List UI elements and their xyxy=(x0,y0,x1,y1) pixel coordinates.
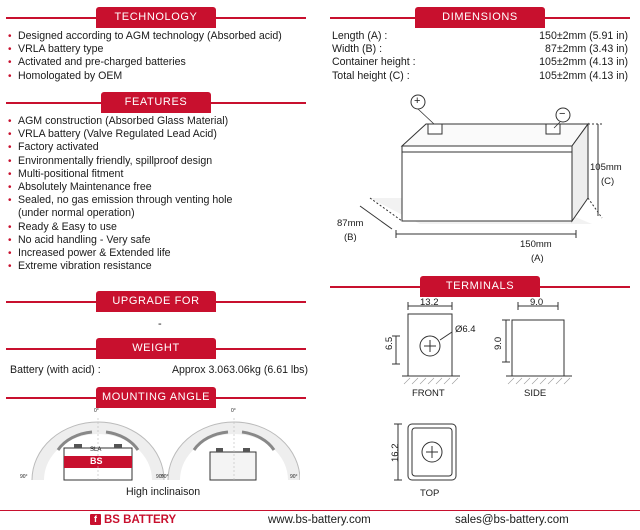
list-item: AGM construction (Absorbed Glass Materia… xyxy=(8,115,232,128)
list-item: (under normal operation) xyxy=(18,207,135,220)
battery-upright-icon xyxy=(209,451,257,481)
height-letter-label: (C) xyxy=(601,176,615,187)
right-angle-top: 0° xyxy=(231,408,236,414)
height-mm-label: 105mm xyxy=(590,162,622,173)
list-item: Ready & Easy to use xyxy=(8,221,232,234)
list-item: Absolutely Maintenance free xyxy=(8,181,232,194)
technology-list: Designed according to AGM technology (Ab… xyxy=(8,30,282,83)
negative-terminal-icon xyxy=(555,107,571,123)
front-height-label: 6.5 xyxy=(384,336,395,350)
footer: f BS BATTERY www.bs-battery.com sales@bs… xyxy=(0,510,640,530)
width-letter-label: (B) xyxy=(344,232,357,243)
side-height-label: 9.0 xyxy=(493,336,504,350)
footer-email[interactable]: sales@bs-battery.com xyxy=(455,514,569,526)
mounting-angle-drawing xyxy=(31,418,300,481)
top-label: TOP xyxy=(420,488,440,499)
dimensions-title: DIMENSIONS xyxy=(415,7,545,28)
width-mm-label: 87mm xyxy=(337,218,364,229)
left-angle-left: 90° xyxy=(20,474,28,480)
top-height-label: 16.2 xyxy=(390,443,401,463)
facebook-icon: f xyxy=(90,514,101,525)
technology-section-header: TECHNOLOGY xyxy=(6,7,306,29)
technology-title: TECHNOLOGY xyxy=(96,7,216,28)
terminal-top-drawing xyxy=(394,423,457,481)
right-angle-right: 90° xyxy=(290,474,298,480)
features-title: FEATURES xyxy=(101,92,211,113)
list-item: Increased power & Extended life xyxy=(8,247,232,260)
weight-row: Battery (with acid) :Approx 3.063.06kg (… xyxy=(10,364,308,376)
right-angle-left: 90° xyxy=(161,474,169,480)
list-item: Sealed, no gas emission through venting … xyxy=(8,194,232,207)
terminal-side-drawing xyxy=(502,302,572,385)
table-row: Container height :105±2mm (4.13 in) xyxy=(332,56,628,69)
front-label: FRONT xyxy=(412,388,445,399)
mounting-angle-section-header: MOUNTING ANGLE xyxy=(6,387,306,409)
left-angle-top: 0° xyxy=(94,408,99,414)
upgrade-for-title: UPGRADE FOR xyxy=(96,291,216,312)
mounting-caption: High inclinaison xyxy=(126,486,201,498)
terminals-title: TERMINALS xyxy=(420,276,540,297)
list-item: VRLA battery (Valve Regulated Lead Acid) xyxy=(8,128,232,141)
footer-brand[interactable]: BS BATTERY xyxy=(104,514,177,526)
battery-brand-label: BS xyxy=(90,456,103,466)
weight-title: WEIGHT xyxy=(96,338,216,359)
battery-dimension-drawing xyxy=(359,94,603,238)
length-letter-label: (A) xyxy=(531,253,544,264)
side-label: SIDE xyxy=(524,388,547,399)
list-item: Factory activated xyxy=(8,141,232,154)
negative-symbol: − xyxy=(559,108,566,120)
length-mm-label: 150mm xyxy=(520,239,552,250)
side-width-label: 9.0 xyxy=(530,297,544,308)
front-diameter-label: Ø6.4 xyxy=(455,324,476,335)
footer-website[interactable]: www.bs-battery.com xyxy=(268,514,371,526)
weight-section-header: WEIGHT xyxy=(6,338,306,360)
list-item: Homologated by OEM xyxy=(8,70,282,83)
dimensions-section-header: DIMENSIONS xyxy=(330,7,630,29)
list-item: Extreme vibration resistance xyxy=(8,260,232,273)
positive-symbol: + xyxy=(414,95,421,107)
list-item: VRLA battery type xyxy=(8,43,282,56)
front-width-label: 13.2 xyxy=(420,297,439,308)
dimensions-table: Length (A) :150±2mm (5.91 in) Width (B) … xyxy=(332,30,628,83)
table-row: Length (A) :150±2mm (5.91 in) xyxy=(332,30,628,42)
left-angle-right: 90° xyxy=(156,474,164,480)
list-item: No acid handling - Very safe xyxy=(8,234,232,247)
upgrade-for-section-header: UPGRADE FOR xyxy=(6,291,306,313)
features-list: AGM construction (Absorbed Glass Materia… xyxy=(8,115,232,274)
mounting-angle-title: MOUNTING ANGLE xyxy=(96,387,216,408)
list-item: Multi-positional fitment xyxy=(8,168,232,181)
terminals-section-header: TERMINALS xyxy=(330,276,630,298)
battery-type-label: SLA xyxy=(90,447,102,453)
table-row: Width (B) :87±2mm (3.43 in) xyxy=(332,43,628,56)
features-section-header: FEATURES xyxy=(6,92,306,114)
terminal-front-drawing xyxy=(392,302,460,385)
list-item: Environmentally friendly, spillproof des… xyxy=(8,155,232,168)
list-item: Activated and pre-charged batteries xyxy=(8,56,282,69)
list-item: Designed according to AGM technology (Ab… xyxy=(8,30,282,43)
upgrade-for-value: - xyxy=(158,318,162,330)
table-row: Total height (C) :105±2mm (4.13 in) xyxy=(332,69,628,82)
